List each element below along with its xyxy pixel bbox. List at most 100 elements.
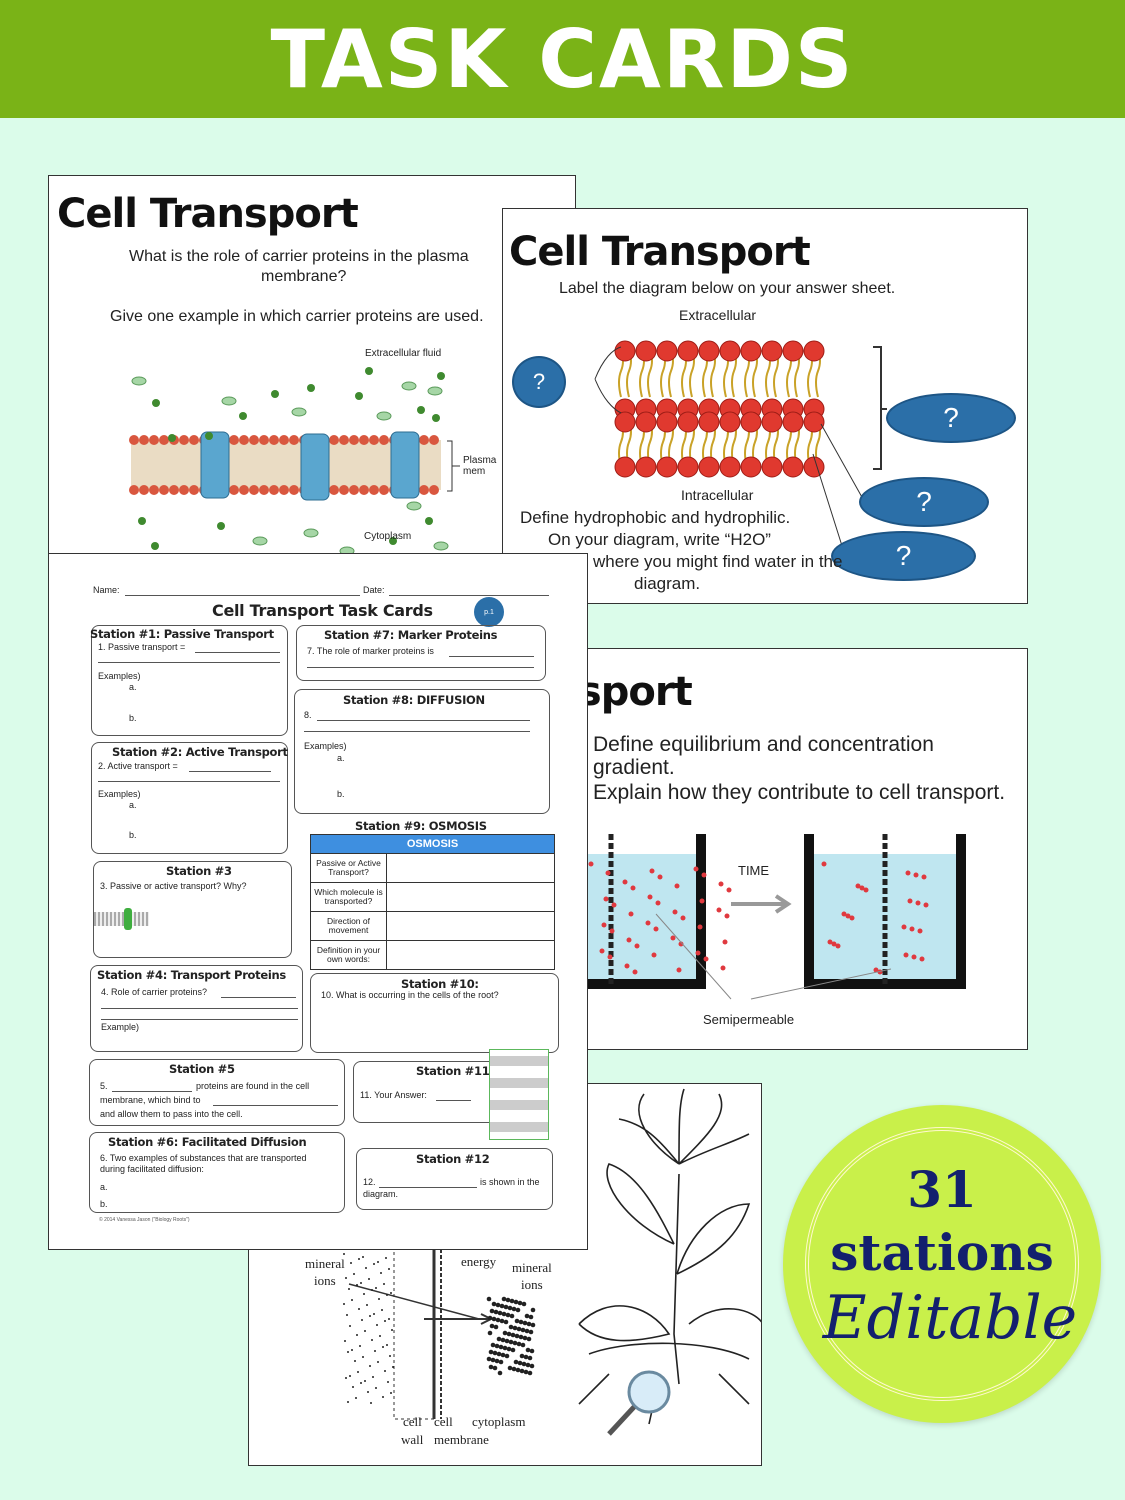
header-banner: TASK CARDS (0, 0, 1125, 118)
option-b: b. (129, 830, 137, 840)
station-question: 1. Passive transport = (98, 642, 186, 652)
table-row: Direction of movement (310, 911, 555, 941)
station-title: Station #10: (401, 977, 479, 991)
card-text-line: On your diagram, write “H2O” (548, 530, 771, 549)
station-title: Station #7: Marker Proteins (324, 628, 498, 642)
name-label: Name: (93, 585, 120, 595)
card-text-line: Explain how they contribute to cell tran… (593, 781, 1006, 804)
station-title: Station #4: Transport Proteins (97, 968, 286, 982)
answer-sheet: Name: Date: Cell Transport Task Cards p.… (48, 553, 588, 1250)
station-question: 3. Passive or active transport? Why? (100, 881, 247, 891)
root-cell-diagram (348, 1248, 494, 1420)
station-question: 10. What is occurring in the cells of th… (321, 990, 499, 1000)
label-mineral-ions: ions (521, 1277, 543, 1292)
station-question: diagram. (363, 1189, 399, 1199)
osmosis-table: OSMOSIS Passive or Active Transport? Whi… (310, 834, 555, 970)
semipermeable-label: Semipermeable (703, 1012, 795, 1027)
mineral-dots (343, 1253, 536, 1404)
station-question: 11. Your Answer: (360, 1090, 427, 1100)
station-8-box: Station #8: DIFFUSION 8. Examples) a. b. (294, 689, 550, 814)
card-question-cont: membrane? (261, 268, 347, 285)
station-6-box: Station #6: Facilitated Diffusion 6. Two… (89, 1132, 345, 1213)
station-question: 8. (304, 710, 312, 720)
station-question: 4. Role of carrier proteins? (101, 987, 208, 997)
phospholipid-bilayer-diagram (594, 340, 887, 550)
station-3-box: Station #3 3. Passive or active transpor… (93, 861, 292, 958)
label-cell-wall: cell (403, 1414, 422, 1429)
example-label: Example) (101, 1022, 140, 1032)
option-a: a. (337, 753, 345, 763)
station-question: 6. Two examples of substances that are t… (100, 1153, 307, 1163)
label-cell-wall: wall (401, 1432, 424, 1447)
row-label: Direction of movement (310, 911, 387, 941)
row-label: Which molecule is transported? (310, 882, 387, 912)
station-2-box: Station #2: Active Transport 2. Active t… (91, 742, 288, 854)
examples-label: Examples) (98, 789, 141, 799)
copyright: © 2014 Vanessa Jason ("Biology Roots") (99, 1217, 190, 1223)
page-badge: p.1 (474, 597, 504, 627)
magnifier-icon (607, 1370, 671, 1436)
station-10-box: Station #10: 10. What is occurring in th… (310, 973, 559, 1053)
option-b: b. (129, 713, 137, 723)
answer-cell[interactable] (386, 940, 555, 970)
plant-drawing (578, 1088, 761, 1425)
station-question: 5. (100, 1081, 108, 1091)
time-label: TIME (738, 863, 770, 878)
station-question: and allow them to pass into the cell. (100, 1109, 243, 1119)
date-label: Date: (363, 585, 385, 595)
label-mineral-ions: mineral (305, 1256, 345, 1271)
card-text-line: diagram. (634, 574, 701, 593)
station-count: 31 (907, 1160, 977, 1219)
task-card-label-diagram: Cell Transport Label the diagram below o… (502, 208, 1028, 604)
label-bubble-1: ? (512, 356, 566, 408)
station-4-box: Station #4: Transport Proteins 4. Role o… (90, 965, 303, 1052)
station-9-title: Station #9: OSMOSIS (355, 819, 487, 833)
table-row: Definition in your own words: (310, 940, 555, 970)
worksheet-title: Cell Transport Task Cards (212, 601, 433, 620)
label-intracellular: Intracellular (681, 487, 754, 503)
root-and-plant-diagram (343, 1088, 761, 1436)
label-extracellular: Extracellular (679, 307, 757, 323)
card-title: Cell Transport (57, 191, 359, 237)
table-row: Passive or Active Transport? (310, 853, 555, 883)
station-title: Station #1: Passive Transport (90, 627, 274, 641)
station-question: membrane, which bind to (100, 1095, 201, 1105)
station-question: proteins are found in the cell (196, 1081, 310, 1091)
label-energy: energy (461, 1254, 497, 1269)
answer-cell[interactable] (386, 853, 555, 883)
label-cytoplasm: cytoplasm (472, 1414, 526, 1429)
membrane-carrier-protein-diagram (129, 367, 460, 556)
answer-cell[interactable] (386, 911, 555, 941)
examples-label: Examples) (304, 741, 347, 751)
card-text-line: Define hydrophobic and hydrophilic. (520, 508, 791, 527)
station-title: Station #3 (166, 864, 232, 878)
diagram-label-extracellular: Extracellular fluid (365, 348, 442, 359)
station-question: 12. (363, 1177, 376, 1187)
station-title: Station #11 (416, 1064, 490, 1078)
option-a: a. (100, 1182, 108, 1192)
examples-label: Examples) (98, 671, 141, 681)
editable-label: Editable (822, 1283, 1078, 1353)
station-question: is shown in the (480, 1177, 540, 1187)
page-number: p.1 (484, 608, 494, 616)
station-5-box: Station #5 5. proteins are found in the … (89, 1059, 345, 1126)
label-bubble-4: ? (831, 531, 976, 581)
table-row: Which molecule is transported? (310, 882, 555, 912)
card-instruction: Label the diagram below on your answer s… (559, 280, 896, 297)
label-mineral-ions: mineral (512, 1260, 552, 1275)
stations-label: stations (830, 1223, 1054, 1282)
label-cell-membrane: cell (434, 1414, 453, 1429)
diagram-label-plasma: Plasma (463, 455, 497, 466)
diagram-label-cytoplasm: Cytoplasm (364, 531, 412, 542)
station-title: Station #12 (416, 1152, 490, 1166)
station-11-thumbnail (489, 1049, 549, 1140)
station-title: Station #8: DIFFUSION (343, 693, 485, 707)
label-cell-membrane: membrane (434, 1432, 489, 1447)
row-label: Definition in your own words: (310, 940, 387, 970)
label-bubble-2: ? (886, 393, 1016, 443)
answer-cell[interactable] (386, 882, 555, 912)
option-b: b. (337, 789, 345, 799)
station-1-box: Station #1: Passive Transport 1. Passive… (90, 625, 288, 736)
option-a: a. (129, 800, 137, 810)
task-card-carrier-proteins: Cell Transport What is the role of carri… (48, 175, 576, 565)
